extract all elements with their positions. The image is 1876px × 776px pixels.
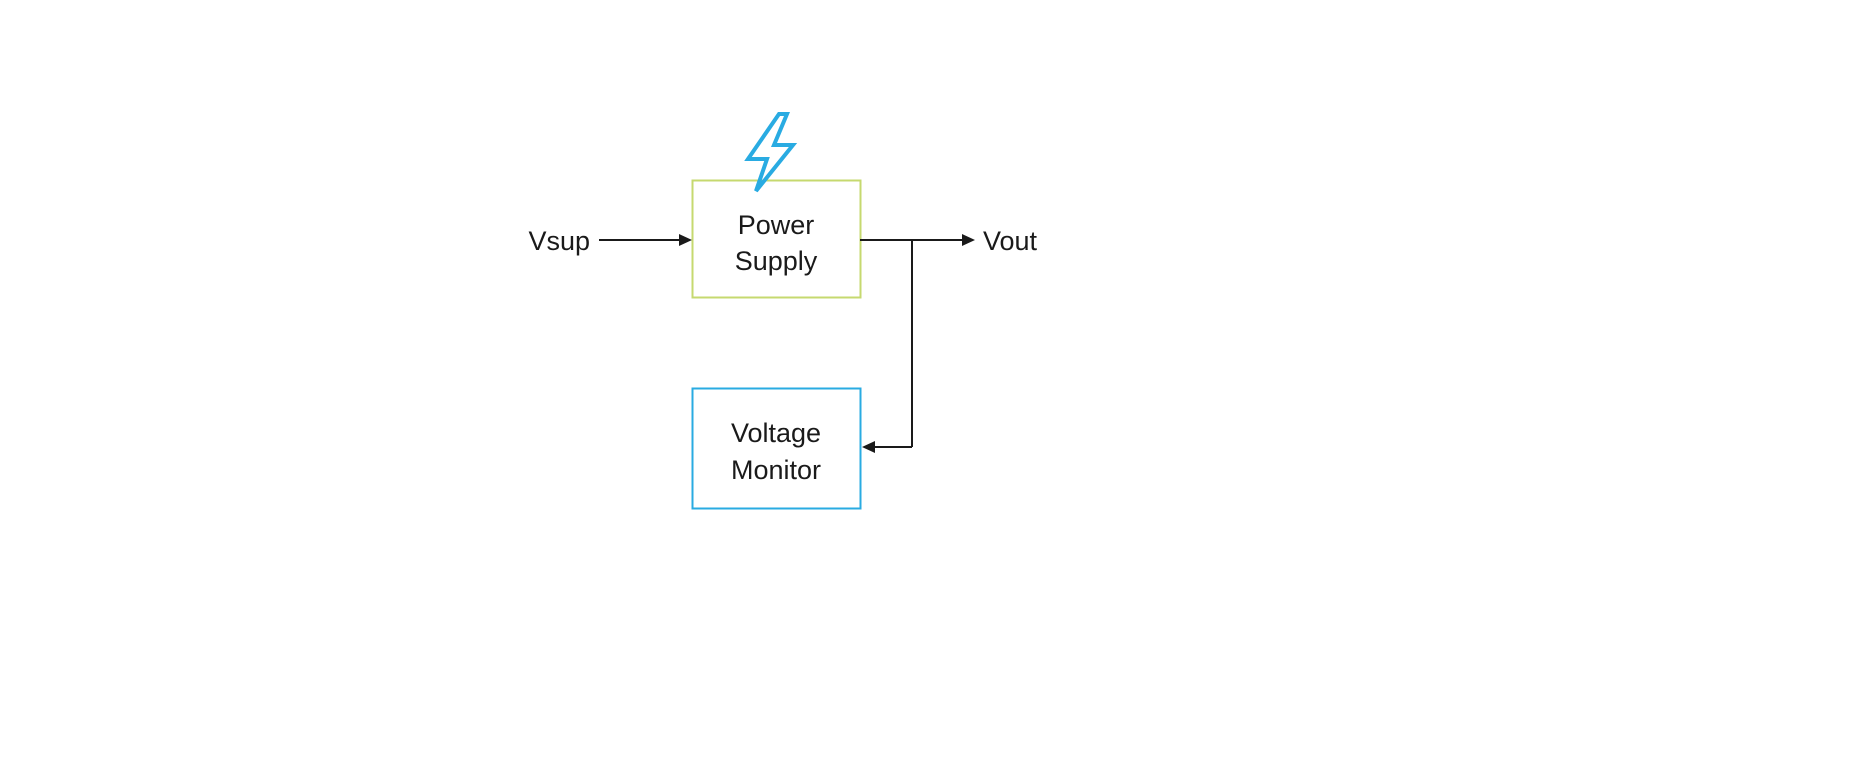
voltage-monitor-label-line2: Monitor xyxy=(731,455,821,485)
lightning-bolt-icon xyxy=(744,112,798,193)
vout-label: Vout xyxy=(983,226,1038,256)
input-arrowhead-icon xyxy=(679,234,692,246)
voltage-monitor-label-line1: Voltage xyxy=(731,418,821,448)
feedback-arrowhead-icon xyxy=(862,441,875,453)
voltage-monitor-node xyxy=(691,387,862,510)
output-arrowhead-icon xyxy=(962,234,975,246)
vsup-label: Vsup xyxy=(528,226,590,256)
power-supply-node xyxy=(691,179,862,299)
power-supply-label-line2: Supply xyxy=(735,246,818,276)
power-supply-label-line1: Power xyxy=(738,210,815,240)
